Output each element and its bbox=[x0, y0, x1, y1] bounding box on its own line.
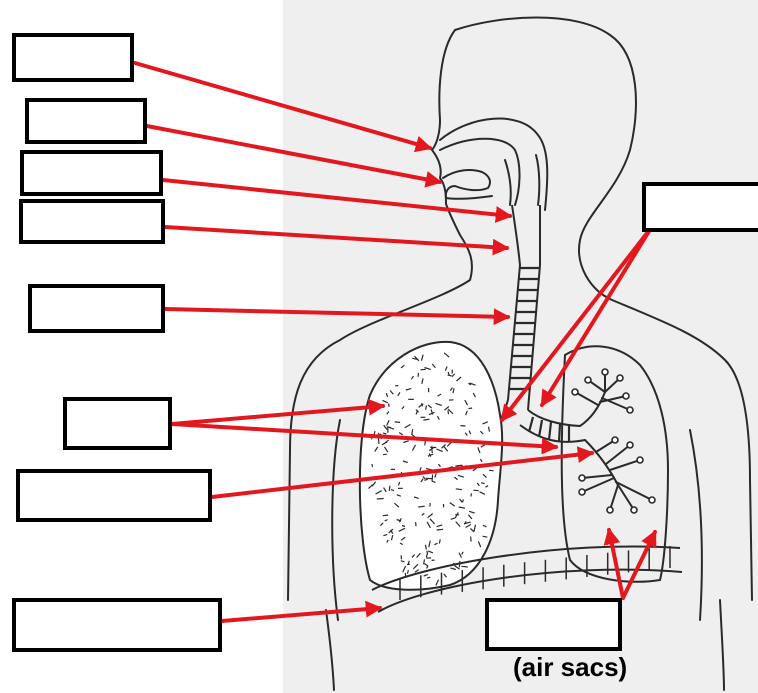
air-sacs-caption: (air sacs) bbox=[513, 652, 627, 683]
label-box-mouth[interactable] bbox=[25, 98, 147, 144]
lung-texture-mark bbox=[448, 411, 449, 415]
alveolus bbox=[612, 437, 618, 443]
lung-texture-mark bbox=[426, 406, 427, 410]
alveolus bbox=[617, 375, 623, 381]
lung-texture-mark bbox=[383, 454, 387, 455]
alveolus bbox=[637, 457, 643, 463]
lung-texture-mark bbox=[432, 446, 433, 453]
alveolus bbox=[631, 507, 637, 513]
lung-texture-mark bbox=[489, 470, 494, 471]
lung-texture-mark bbox=[437, 529, 444, 530]
alveolus bbox=[623, 393, 629, 399]
alveolus bbox=[602, 369, 608, 375]
lung-texture-mark bbox=[469, 408, 473, 409]
label-box-bronchioles[interactable] bbox=[16, 469, 212, 522]
label-box-nasal-cavity[interactable] bbox=[12, 33, 134, 82]
lung-texture-mark bbox=[462, 566, 468, 567]
alveolus bbox=[607, 507, 613, 513]
label-box-lungs[interactable] bbox=[63, 397, 172, 450]
lung-texture-mark bbox=[439, 539, 440, 543]
label-box-epiglottis[interactable] bbox=[20, 150, 163, 196]
label-box-alveoli[interactable] bbox=[485, 598, 622, 651]
label-box-trachea[interactable] bbox=[28, 284, 165, 333]
lung-texture-mark bbox=[418, 506, 425, 507]
lung-texture-mark bbox=[377, 499, 384, 500]
alveolus bbox=[627, 407, 633, 413]
alveolus bbox=[572, 389, 578, 395]
photo-background bbox=[283, 0, 758, 693]
lung-texture-mark bbox=[389, 404, 390, 407]
lung-texture-mark bbox=[383, 515, 388, 516]
lung-texture-mark bbox=[389, 486, 390, 491]
lung-texture-mark bbox=[432, 475, 433, 482]
lung-texture-mark bbox=[473, 490, 478, 491]
alveolus bbox=[585, 377, 591, 383]
alveolus bbox=[649, 497, 655, 503]
label-box-bronchi[interactable] bbox=[642, 182, 758, 232]
lung-texture-mark bbox=[427, 551, 428, 554]
alveolus bbox=[579, 489, 585, 495]
lung-texture-mark bbox=[426, 545, 427, 550]
lung-texture-mark bbox=[395, 422, 400, 423]
alveolus bbox=[579, 475, 585, 481]
label-box-larynx[interactable] bbox=[19, 199, 165, 244]
alveolus bbox=[627, 442, 633, 448]
lung-texture-mark bbox=[407, 564, 410, 565]
label-box-diaphragm[interactable] bbox=[12, 598, 222, 652]
lung-texture-mark bbox=[471, 537, 472, 542]
